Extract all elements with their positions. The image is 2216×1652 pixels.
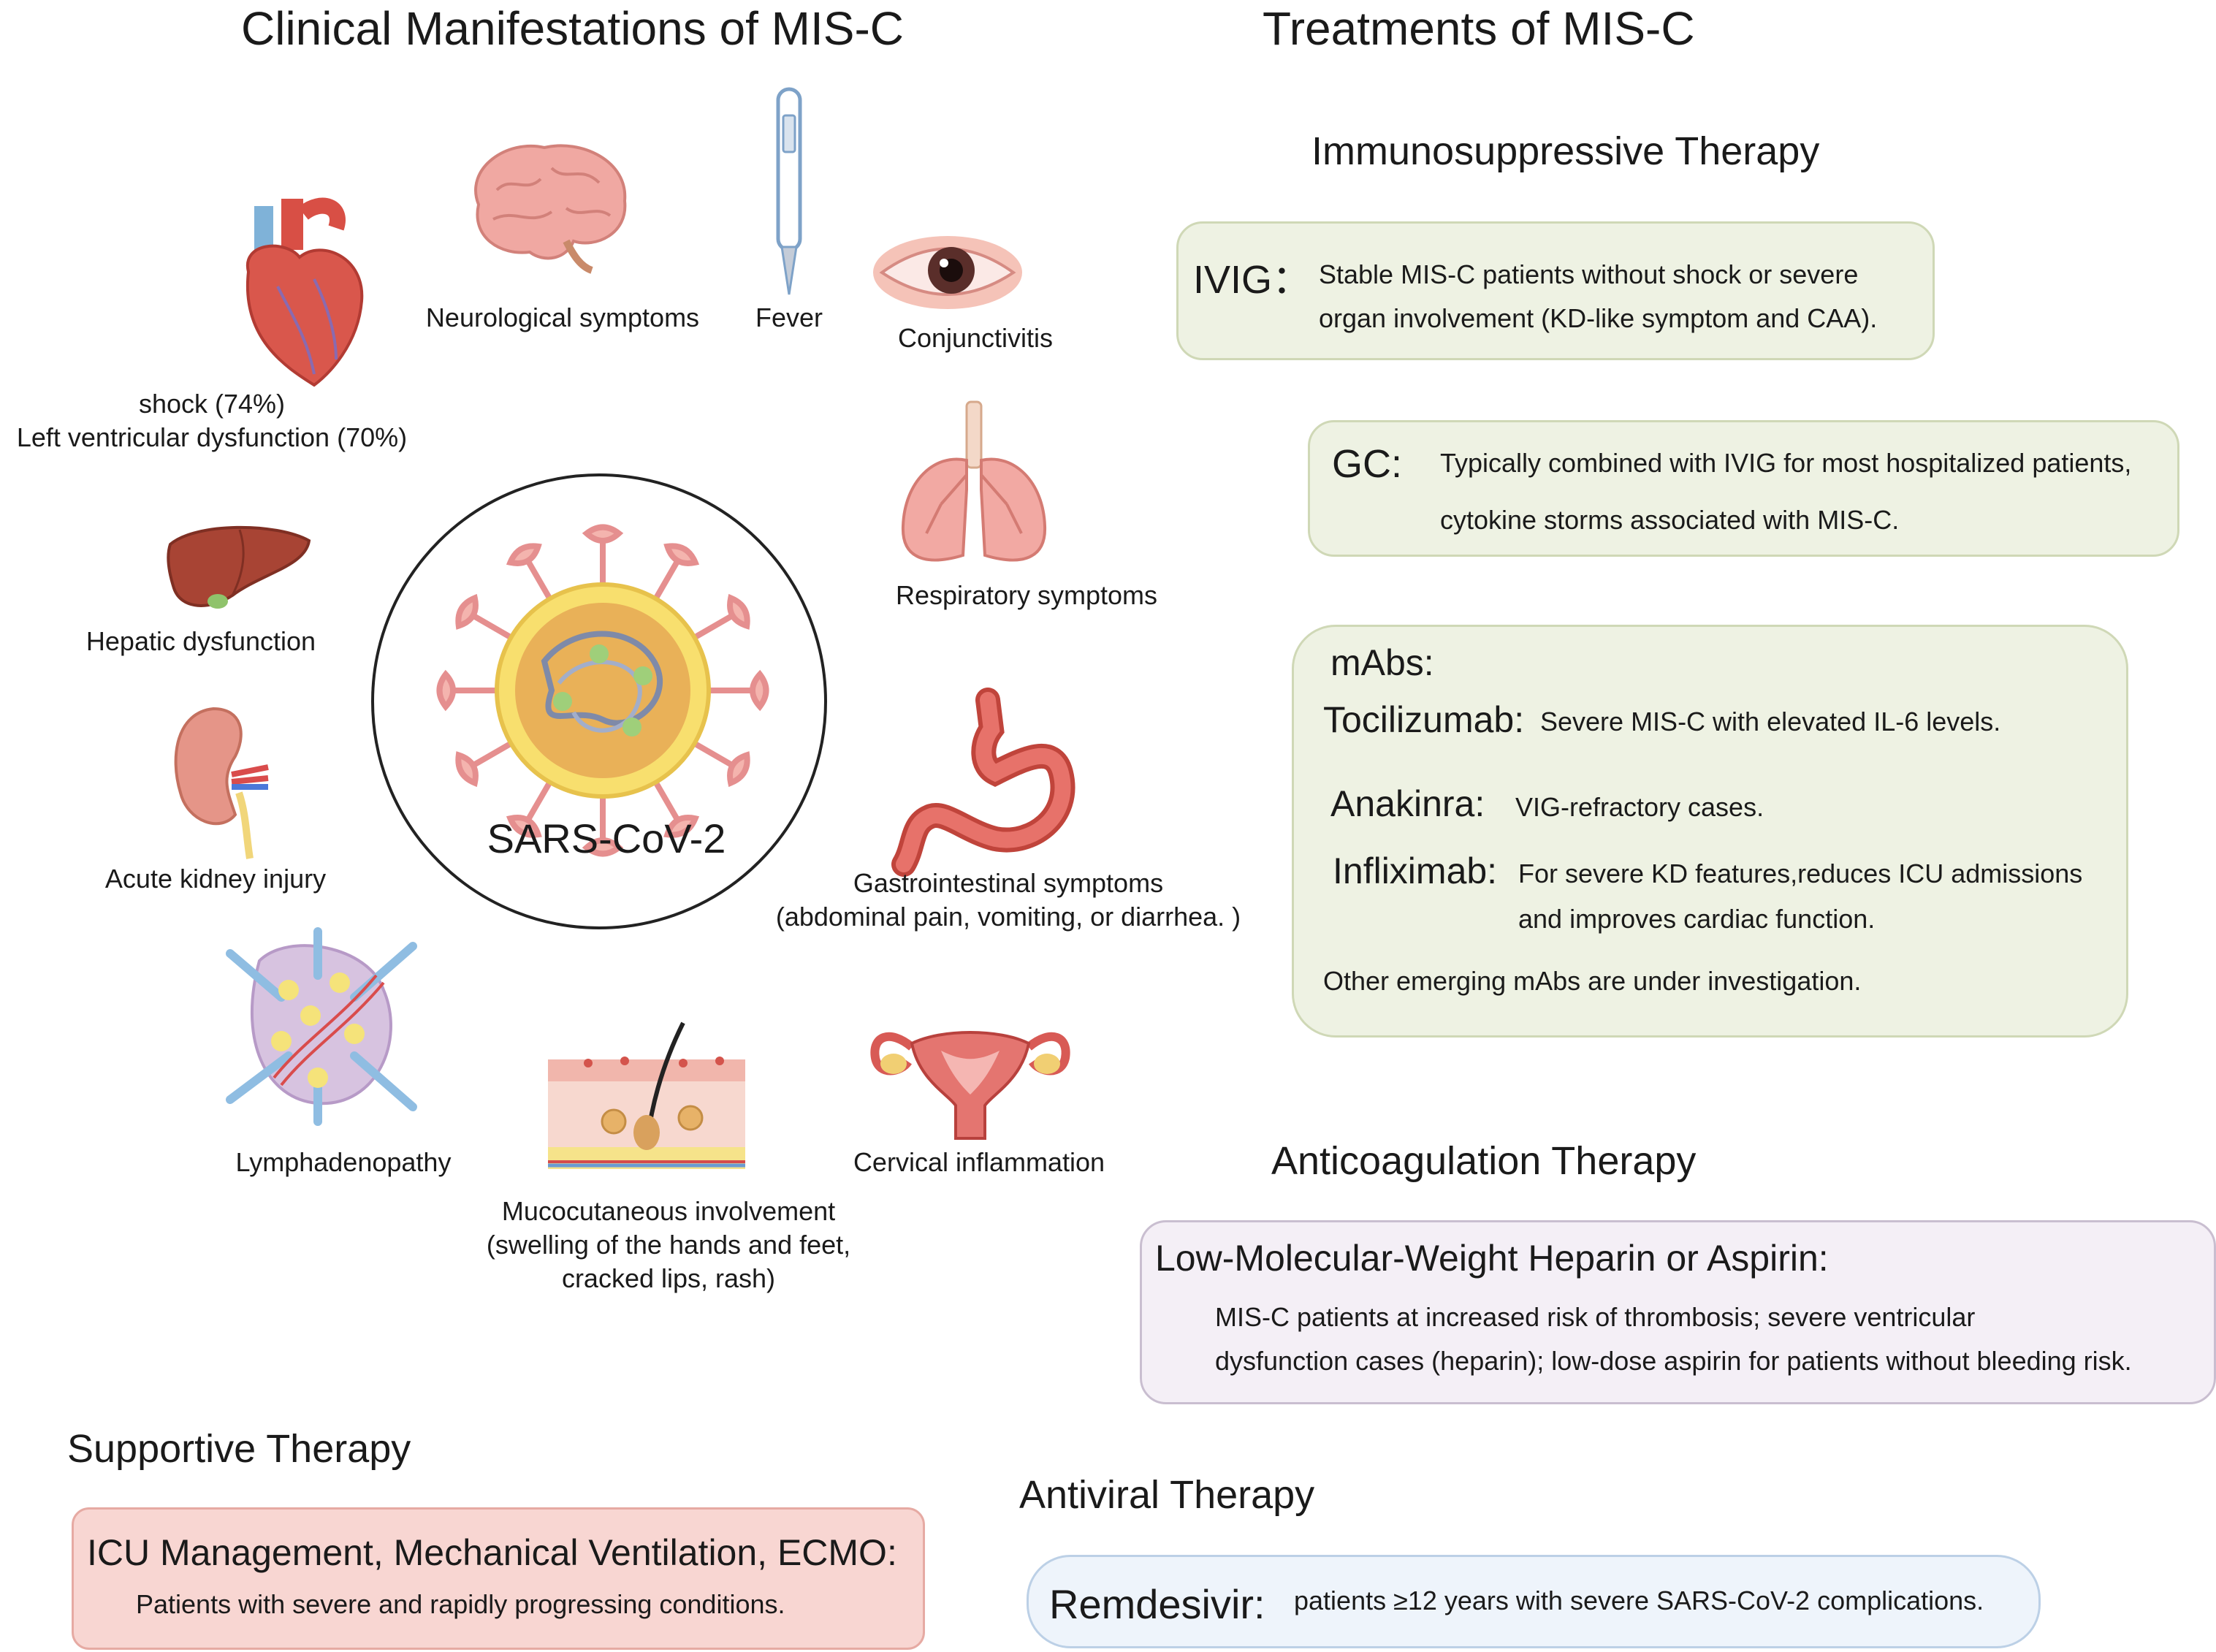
fever-label: Fever xyxy=(755,302,823,332)
sars-cov-2-circle xyxy=(371,473,827,929)
kidney-label: Acute kidney injury xyxy=(104,864,327,894)
neuro-label: Neurological symptoms xyxy=(425,302,700,332)
mabs-title: mAbs: xyxy=(1330,642,1434,683)
gc-box: GC: Typically combined with IVIG for mos… xyxy=(1308,420,2179,557)
gc-name: GC: xyxy=(1332,442,1403,486)
supportive-box: ICU Management, Mechanical Ventilation, … xyxy=(72,1507,925,1650)
hepatic-label: Hepatic dysfunction xyxy=(85,626,316,656)
skin-icon xyxy=(548,1021,745,1169)
antiviral-box: Remdesivir: patients ≥12 years with seve… xyxy=(1027,1555,2041,1648)
anakinra-text: VIG-refractory cases. xyxy=(1515,792,1764,822)
kidney-icon xyxy=(174,707,269,859)
ivig-line1: Stable MIS-C patients without shock or s… xyxy=(1319,259,1859,289)
conjunctivitis-label: Conjunctivitis xyxy=(897,323,1054,353)
infliximab-name: Infliximab: xyxy=(1333,850,1498,891)
lungs-icon xyxy=(901,400,1047,562)
infliximab-line2: and improves cardiac function. xyxy=(1518,904,1876,934)
tocilizumab-text: Severe MIS-C with elevated IL-6 levels. xyxy=(1540,707,2001,736)
respiratory-label: Respiratory symptoms xyxy=(895,580,1158,610)
muco-label: Mucocutaneous involvement xyxy=(501,1196,836,1226)
muco-detail-1: (swelling of the hands and feet, xyxy=(486,1230,851,1260)
virus-label: SARS-CoV-2 xyxy=(487,815,726,861)
antiviral-heading: Antiviral Therapy xyxy=(1019,1473,1315,1517)
treatments-heading: Treatments of MIS-C xyxy=(1263,2,1695,55)
anticoag-title: Low-Molecular-Weight Heparin or Aspirin: xyxy=(1155,1238,1829,1279)
gi-detail-label: (abdominal pain, vomiting, or diarrhea. … xyxy=(775,902,1241,932)
mabs-box: mAbs: Tocilizumab: Severe MIS-C with ele… xyxy=(1292,625,2128,1038)
gc-line2: cytokine storms associated with MIS-C. xyxy=(1440,505,1900,535)
stomach-icon xyxy=(891,688,1075,877)
anticoag-box: Low-Molecular-Weight Heparin or Aspirin:… xyxy=(1140,1220,2216,1404)
remdesivir-name: Remdesivir: xyxy=(1049,1581,1265,1627)
supportive-line1: Patients with severe and rapidly progres… xyxy=(136,1589,785,1619)
immuno-heading: Immunosuppressive Therapy xyxy=(1311,129,1820,173)
ivig-box: IVIG： Stable MIS-C patients without shoc… xyxy=(1176,221,1935,360)
uterus-icon xyxy=(870,1031,1070,1140)
heart-icon xyxy=(245,197,364,387)
gc-line1: Typically combined with IVIG for most ho… xyxy=(1440,448,2132,478)
shock-label: shock (74%) xyxy=(138,389,286,419)
ivig-line2: organ involvement (KD-like symptom and C… xyxy=(1319,303,1878,333)
tocilizumab-name: Tocilizumab: xyxy=(1323,699,1525,740)
ivig-name: IVIG： xyxy=(1193,258,1312,302)
brain-icon xyxy=(474,144,627,274)
anticoag-heading: Anticoagulation Therapy xyxy=(1271,1139,1697,1183)
supportive-heading: Supportive Therapy xyxy=(67,1427,411,1471)
anakinra-name: Anakinra: xyxy=(1330,783,1485,824)
gi-label: Gastrointestinal symptoms xyxy=(853,868,1164,898)
infliximab-line1: For severe KD features,reduces ICU admis… xyxy=(1518,859,2083,888)
lymph-node-icon xyxy=(226,927,417,1126)
remdesivir-text: patients ≥12 years with severe SARS-CoV-… xyxy=(1294,1586,1984,1615)
other-mabs-text: Other emerging mAbs are under investigat… xyxy=(1323,966,1862,996)
lv-dysfunction-label: Left ventricular dysfunction (70%) xyxy=(16,422,408,452)
lymph-label: Lymphadenopathy xyxy=(235,1147,452,1177)
clinical-heading: Clinical Manifestations of MIS-C xyxy=(241,2,904,55)
virus-icon xyxy=(436,524,769,857)
supportive-title: ICU Management, Mechanical Ventilation, … xyxy=(87,1532,897,1573)
cervical-label: Cervical inflammation xyxy=(853,1147,1105,1177)
anticoag-line2: dysfunction cases (heparin); low-dose as… xyxy=(1215,1346,2132,1376)
eye-icon xyxy=(873,236,1022,309)
thermometer-icon xyxy=(776,87,802,295)
anticoag-line1: MIS-C patients at increased risk of thro… xyxy=(1215,1302,1976,1332)
muco-detail-2: cracked lips, rash) xyxy=(561,1263,776,1293)
liver-icon xyxy=(167,525,311,609)
